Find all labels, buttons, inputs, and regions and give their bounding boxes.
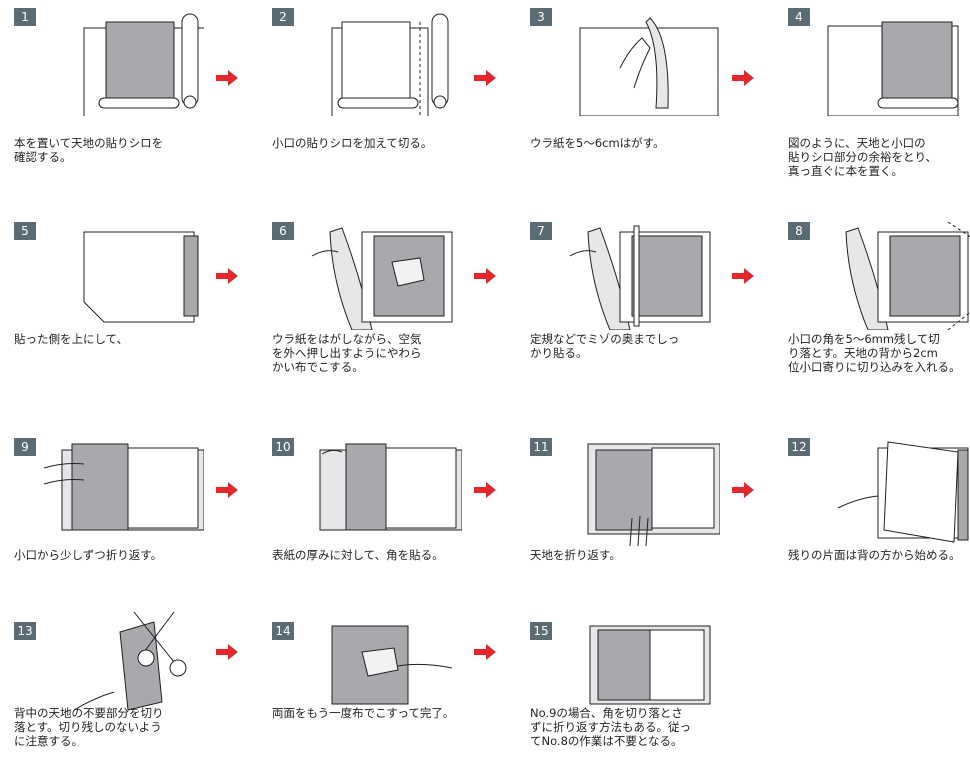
step-10-illustration xyxy=(319,443,462,531)
arrow-3-4 xyxy=(732,70,754,86)
arrow-14-15 xyxy=(474,644,496,660)
step-caption: 貼った側を上にして、 xyxy=(14,332,129,346)
step-caption: 背中の天地の不要部分を切り 落とす。切り残しのないよう に注意する。 xyxy=(14,706,164,748)
arrow-10-11 xyxy=(474,482,496,498)
step-caption: 両面をもう一度布でこすって完了。 xyxy=(272,706,455,720)
step-12-illustration xyxy=(837,441,969,543)
step-number: 8 xyxy=(788,222,810,240)
step-number: 10 xyxy=(272,438,294,456)
step-7-illustration xyxy=(569,225,711,330)
step-11-illustration xyxy=(587,443,720,546)
arrow-11-12 xyxy=(732,482,754,498)
step-caption: ウラ紙を5〜6cmはがす。 xyxy=(530,136,665,150)
step-number: 7 xyxy=(530,222,552,240)
step-caption: No.9の場合、角を切り落とさ ずに折り返す方法もある。従っ てNo.8の作業は… xyxy=(530,706,691,748)
step-caption: 残りの片面は背の方から始める。 xyxy=(788,548,961,562)
step-number: 6 xyxy=(272,222,294,240)
step-number: 11 xyxy=(530,438,552,456)
step-number: 5 xyxy=(14,222,36,240)
step-number: 15 xyxy=(530,622,552,640)
step-2-illustration xyxy=(331,13,449,116)
step-number: 12 xyxy=(788,438,810,456)
step-15-illustration xyxy=(589,625,711,705)
step-caption: 表紙の厚みに対して、角を貼る。 xyxy=(272,548,444,562)
step-caption: 図のように、天地と小口の 貼りシロ部分の余裕をとり、 真っ直ぐに本を置く。 xyxy=(788,136,938,178)
step-number: 1 xyxy=(14,8,36,26)
step-number: 9 xyxy=(14,438,36,456)
arrow-6-7 xyxy=(474,268,496,284)
step-number: 2 xyxy=(272,8,294,26)
arrow-13-14 xyxy=(216,644,238,660)
step-6-illustration xyxy=(311,227,453,330)
arrow-2-3 xyxy=(474,70,496,86)
arrow-9-10 xyxy=(216,482,238,498)
step-4-illustration xyxy=(827,21,959,116)
step-number: 3 xyxy=(530,8,552,26)
step-caption: ウラ紙をはがしながら、空気 を外へ押し出すようにやわら かい布でこする。 xyxy=(272,332,422,374)
step-13-illustration xyxy=(73,611,187,711)
step-caption: 本を置いて天地の貼りシロを 確認する。 xyxy=(14,136,164,164)
step-caption: 小口の貼りシロを加えて切る。 xyxy=(272,136,433,150)
arrow-5-6 xyxy=(216,268,238,284)
step-number: 14 xyxy=(272,622,294,640)
step-number: 4 xyxy=(788,8,810,26)
step-5-illustration xyxy=(83,231,199,323)
step-9-illustration xyxy=(44,443,204,531)
step-8-illustration xyxy=(845,222,970,330)
arrow-1-2 xyxy=(216,70,238,86)
step-caption: 小口から少しずつ折り返す。 xyxy=(14,548,163,562)
arrow-7-8 xyxy=(732,268,754,284)
step-1-illustration xyxy=(83,13,204,116)
step-number: 13 xyxy=(14,622,36,640)
step-14-illustration xyxy=(331,625,453,705)
step-caption: 天地を折り返す。 xyxy=(530,548,621,562)
step-3-illustration xyxy=(579,17,719,116)
step-caption: 定規などでミゾの奥までしっ かり貼る。 xyxy=(530,332,680,360)
step-caption: 小口の角を5〜6mm残して切 り落とす。天地の背から2cm 位小口寄りに切り込み… xyxy=(788,332,961,374)
